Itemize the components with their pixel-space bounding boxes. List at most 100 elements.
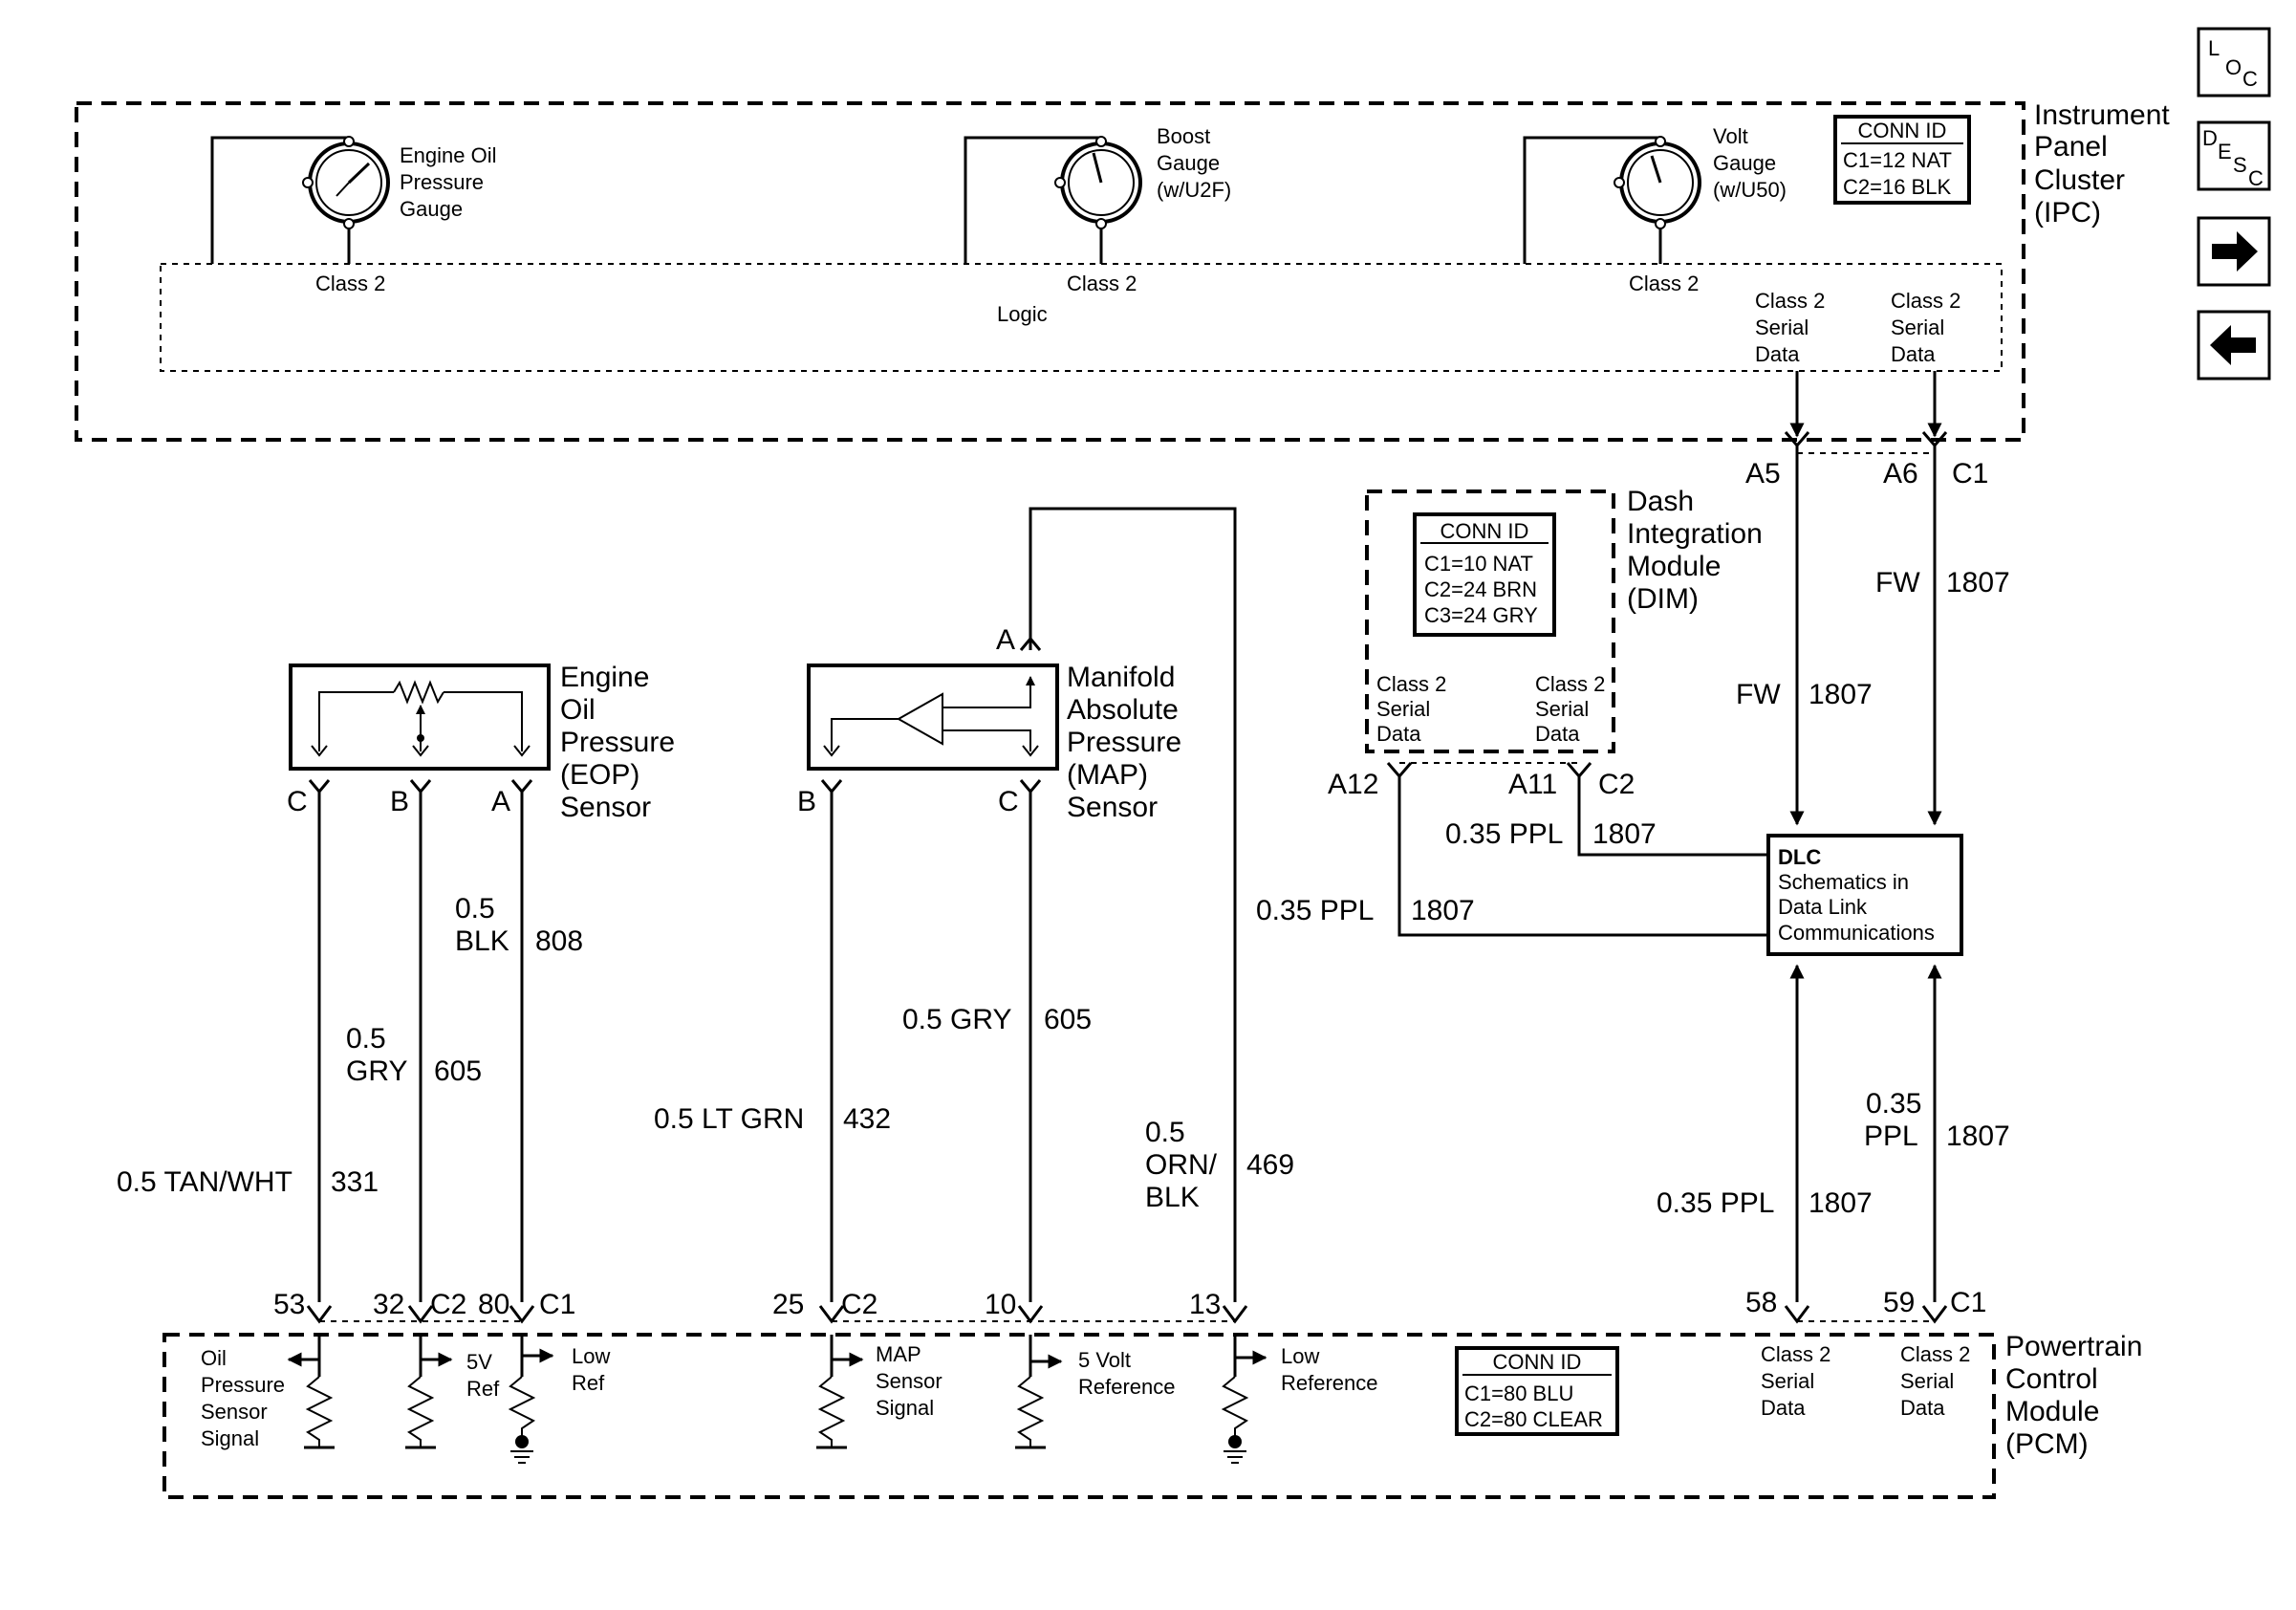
dlc-reference-box[interactable]: DLC Schematics in Data Link Communicatio… xyxy=(1766,834,1963,956)
wire-dim-a11-size: 0.35 PPL xyxy=(1445,818,1563,850)
wire-map-a-size-2: ORN/ xyxy=(1145,1149,1218,1181)
eop-title-2: Oil xyxy=(560,694,596,726)
dim-serial-a-3: Data xyxy=(1376,722,1421,746)
eop-title-5: Sensor xyxy=(560,792,651,823)
wire-eop-c-circuit: 331 xyxy=(331,1166,379,1198)
eop-pin-a: A xyxy=(491,786,510,817)
pcm-conn-id-header: CONN ID xyxy=(1493,1350,1582,1374)
map-title-5: Sensor xyxy=(1067,792,1158,823)
wire-eop-b-size-2: GRY xyxy=(346,1055,407,1087)
eop-title-3: Pressure xyxy=(560,727,675,758)
pcm-low-reference-circuit: Low Reference xyxy=(1221,1335,1378,1464)
ipc-pin-a5: A5 xyxy=(1745,458,1781,490)
desc-d: D xyxy=(2202,126,2218,150)
desc-e: E xyxy=(2218,140,2232,163)
dlc-line-3: Data Link xyxy=(1778,895,1868,919)
gauge3-name-2: Gauge xyxy=(1713,151,1776,175)
ipc-title-4: (IPC) xyxy=(2034,197,2101,228)
dim-serial-b-2: Serial xyxy=(1535,697,1589,721)
prev-page-button[interactable] xyxy=(2197,310,2271,381)
next-page-button[interactable] xyxy=(2197,216,2271,287)
pcm-serial-a-3: Data xyxy=(1761,1396,1806,1420)
ipc-serial-b-3: Data xyxy=(1891,342,1936,366)
dim-serial-a-1: Class 2 xyxy=(1376,672,1446,696)
wire-map-c-circuit: 605 xyxy=(1044,1004,1092,1035)
pcm-oil-circuit: Oil Pressure Sensor Signal xyxy=(201,1335,335,1450)
pcm-map-label-1: MAP xyxy=(876,1342,921,1366)
dim-title-3: Module xyxy=(1627,551,1721,582)
wire-eop-a-size-1: 0.5 xyxy=(455,893,495,925)
gauge1-bus: Class 2 xyxy=(315,272,385,295)
dim-outline xyxy=(1365,490,1615,753)
desc-c: C xyxy=(2248,166,2264,190)
pcm-serial-a-1: Class 2 xyxy=(1761,1342,1830,1366)
eop-title-1: Engine xyxy=(560,662,649,693)
wire-ipc-a5-circuit: 1807 xyxy=(1809,679,1873,710)
ipc-logic-outline xyxy=(160,263,2003,372)
ipc-serial-a-3: Data xyxy=(1755,342,1800,366)
loc-button[interactable]: L O C xyxy=(2197,27,2271,98)
dim-conn-id-header: CONN ID xyxy=(1440,519,1529,543)
wire-dim-a12-size: 0.35 PPL xyxy=(1256,895,1374,926)
gauge1-name-2: Pressure xyxy=(400,170,484,194)
dim-title-1: Dash xyxy=(1627,486,1694,517)
wire-ipc-a5-size: FW xyxy=(1736,679,1781,710)
wire-pcm59-size-2: PPL xyxy=(1864,1120,1918,1152)
pcm-map-label-2: Sensor xyxy=(876,1369,942,1393)
ipc-conn-id-box: CONN ID C1=12 NAT C2=16 BLK xyxy=(1833,115,1971,205)
pcm-oil-label-2: Pressure xyxy=(201,1373,285,1397)
eop-sensor: Engine Oil Pressure (EOP) Sensor C B A xyxy=(287,662,675,823)
pcm-title-4: (PCM) xyxy=(2005,1428,2089,1460)
gauge2-bus: Class 2 xyxy=(1067,272,1137,295)
pcm-outline xyxy=(162,1333,1996,1499)
gauge3-name-3: (w/U50) xyxy=(1713,178,1787,202)
pcm-conn-id-row2: C2=80 CLEAR xyxy=(1464,1407,1603,1431)
dlc-line-4: Communications xyxy=(1778,921,1935,945)
gauge2-name-1: Boost xyxy=(1157,124,1210,148)
desc-button[interactable]: D E S C xyxy=(2197,120,2271,191)
pcm-title-2: Control xyxy=(2005,1363,2098,1395)
map-title-2: Absolute xyxy=(1067,694,1179,726)
pcm-conn-id-row1: C1=80 BLU xyxy=(1464,1382,1573,1405)
ipc-title-1: Instrument xyxy=(2034,99,2170,131)
ipc-serial-a-2: Serial xyxy=(1755,315,1809,339)
pcm-conn-c2-b: C2 xyxy=(841,1289,877,1320)
map-pin-a: A xyxy=(996,624,1015,656)
wire-ipc-a6-circuit: 1807 xyxy=(1946,567,2010,598)
ipc-title-3: Cluster xyxy=(2034,164,2125,196)
pcm-map-label-3: Signal xyxy=(876,1396,934,1420)
ipc-pin-a6: A6 xyxy=(1883,458,1918,490)
wire-map-a-circuit: 469 xyxy=(1246,1149,1294,1181)
arrow-left-icon xyxy=(2210,325,2256,365)
boost-gauge: Boost Gauge (w/U2F) Class 2 xyxy=(964,124,1231,295)
dim-pin-a11: A11 xyxy=(1508,769,1557,800)
eop-title-4: (EOP) xyxy=(560,759,639,791)
eop-pin-c: C xyxy=(287,786,308,817)
engine-oil-pressure-gauge: Engine Oil Pressure Gauge Class 2 xyxy=(210,136,497,295)
pcm-pin-13: 13 xyxy=(1189,1289,1221,1320)
ipc-serial-b-1: Class 2 xyxy=(1891,289,1960,313)
dlc-line-2: Schematics in xyxy=(1778,870,1909,894)
map-title-3: Pressure xyxy=(1067,727,1181,758)
pcm-conn-c1-a: C1 xyxy=(539,1289,575,1320)
ipc-conn-id-header: CONN ID xyxy=(1858,119,1947,142)
map-title-1: Manifold xyxy=(1067,662,1175,693)
dim-conn-id-row2: C2=24 BRN xyxy=(1424,577,1537,601)
ipc-conn-c1: C1 xyxy=(1952,458,1988,490)
wire-map-a-size-1: 0.5 xyxy=(1145,1117,1185,1148)
dim-serial-a-2: Serial xyxy=(1376,697,1430,721)
pcm-5volt-ref-circuit: 5 Volt Reference xyxy=(1015,1335,1176,1449)
eop-pin-b: B xyxy=(390,786,409,817)
dim-conn-id-row1: C1=10 NAT xyxy=(1424,552,1533,576)
map-sensor: Manifold Absolute Pressure (MAP) Sensor … xyxy=(797,624,1181,823)
wire-eop-a-size-2: BLK xyxy=(455,925,509,957)
wire-dim-a11-circuit: 1807 xyxy=(1592,818,1657,850)
gauge1-name-3: Gauge xyxy=(400,197,463,221)
ipc-title-2: Panel xyxy=(2034,131,2108,163)
wire-eop-b-circuit: 605 xyxy=(434,1055,482,1087)
pcm-pin-25: 25 xyxy=(772,1289,804,1320)
pcm-serial-b-2: Serial xyxy=(1900,1369,1954,1393)
loc-c: C xyxy=(2242,67,2258,91)
pcm-module: Powertrain Control Module (PCM) CONN ID … xyxy=(162,1287,2142,1499)
dim-conn-id-box: CONN ID C1=10 NAT C2=24 BRN C3=24 GRY xyxy=(1413,512,1556,637)
